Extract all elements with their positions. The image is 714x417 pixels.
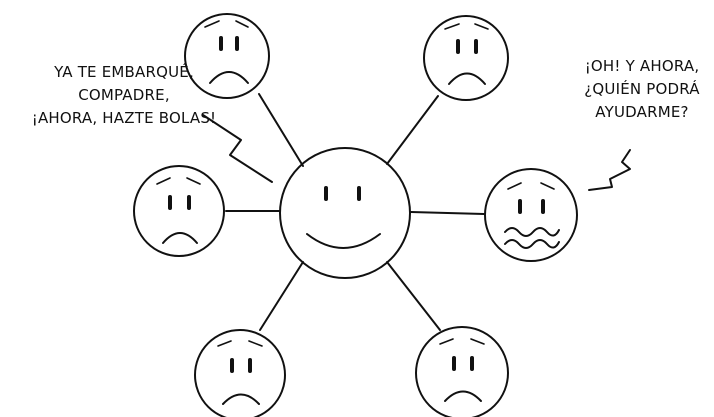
connector-line: [386, 95, 439, 165]
speech-line: ¡AHORA, HAZTE BOLAS!: [31, 109, 217, 127]
sad-face: [133, 165, 225, 257]
speech-line: ¿QUIÉN PODRÁ: [584, 80, 700, 98]
lightning-bolt: [202, 114, 273, 183]
connector-line: [259, 261, 304, 331]
connector-line: [386, 261, 441, 331]
sad-face: [194, 329, 286, 417]
speech-line: YA TE EMBARQUÉ,: [54, 63, 194, 81]
worried-face: [484, 168, 578, 262]
speech-text-right: ¡OH! Y AHORA, ¿QUIÉN PODRÁ AYUDARME?: [572, 55, 712, 124]
speech-text-left: YA TE EMBARQUÉ, COMPADRE, ¡AHORA, HAZTE …: [10, 61, 238, 130]
sad-face: [423, 15, 509, 101]
sad-face: [184, 13, 270, 99]
speech-line: COMPADRE,: [78, 86, 170, 104]
lightning-bolt: [588, 149, 631, 191]
happy-face: [279, 147, 411, 279]
connector-line: [258, 93, 304, 167]
speech-line: ¡OH! Y AHORA,: [584, 57, 700, 75]
connector-line: [410, 211, 485, 215]
speech-line: AYUDARME?: [595, 103, 689, 121]
sad-face: [415, 326, 509, 417]
